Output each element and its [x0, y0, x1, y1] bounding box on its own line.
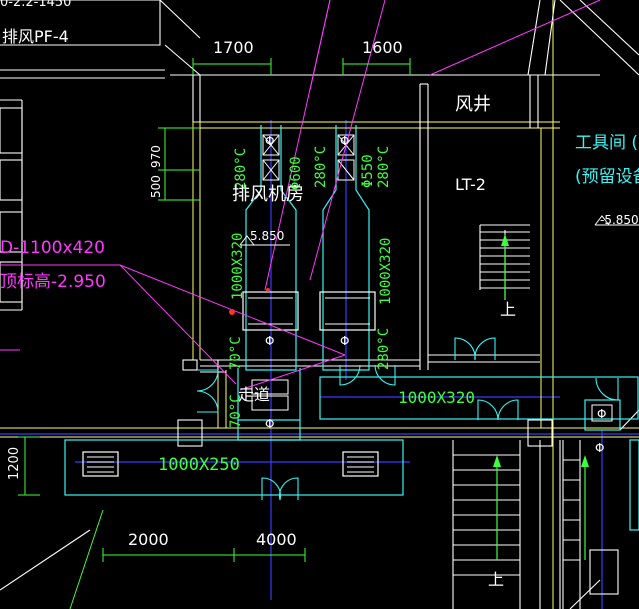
corridor-label: 走道: [238, 385, 270, 404]
phi-mark-6: Φ: [595, 441, 604, 455]
dimensions: [18, 58, 411, 609]
phi-mark-2: Φ: [340, 134, 349, 148]
temp-280-a: 280°C: [233, 148, 249, 190]
phi-mark-1: Φ: [265, 134, 274, 148]
reserved-equipment-label: (预留设备: [575, 167, 639, 187]
dampers: [251, 134, 613, 422]
air-shaft-label: 风井: [455, 94, 491, 115]
fan-tag: 排风PF-4: [2, 27, 69, 46]
stair-up-label-1: 上: [500, 300, 516, 319]
dim-top-left: 1700: [213, 38, 254, 57]
tool-room-label: 工具间 (: [575, 133, 638, 153]
red-markers: [229, 288, 270, 315]
duct-top-elevation: 顶标高-2.950: [0, 272, 106, 292]
temp-280-d: 280°C: [376, 328, 392, 370]
dia-550: Φ550: [360, 154, 376, 188]
phi-mark-7: Φ: [597, 407, 606, 421]
level-markers: [239, 215, 639, 246]
temp-70-b: 70°C: [228, 394, 244, 428]
phi-mark-4: Φ: [340, 334, 349, 348]
dim-1200: 1200: [7, 447, 22, 480]
stair-arrow-lines: [496, 240, 586, 560]
dim-top-right: 1600: [362, 38, 403, 57]
duct-size-horizontal: 1000X320: [398, 388, 475, 407]
temp-280-c: 280°C: [376, 146, 392, 188]
dim-4000: 4000: [256, 530, 297, 549]
stair-up-label-2: 上: [488, 570, 504, 589]
temp-70: 70°C: [228, 336, 244, 370]
grille-hatch: [87, 297, 374, 473]
duct-size-vert-1: 1000X320: [230, 233, 246, 300]
dia-600: Φ600: [288, 156, 304, 190]
duct-1100-label: D-1100x420: [0, 238, 105, 258]
phi-mark-3: Φ: [265, 334, 274, 348]
exhaust-room-label: 排风机房: [232, 184, 304, 205]
centerlines: [0, 120, 639, 609]
duct-size-vert-2: 1000X320: [378, 238, 394, 305]
top-dim-cut: 0-2.2-1450: [0, 0, 71, 10]
phi-mark-5: Φ: [265, 417, 274, 431]
level-5850-right: -5.850: [600, 213, 639, 227]
dim-vert-970: 970: [149, 145, 163, 168]
temp-280-b: 280°C: [313, 146, 329, 188]
level-5850-left: 5.850: [250, 229, 284, 243]
dim-2000: 2000: [128, 530, 169, 549]
ducts: [64, 125, 639, 531]
lt2-label: LT-2: [455, 175, 486, 194]
dim-vert-500: 500: [149, 175, 163, 198]
duct-size-bottom: 1000X250: [158, 455, 240, 475]
